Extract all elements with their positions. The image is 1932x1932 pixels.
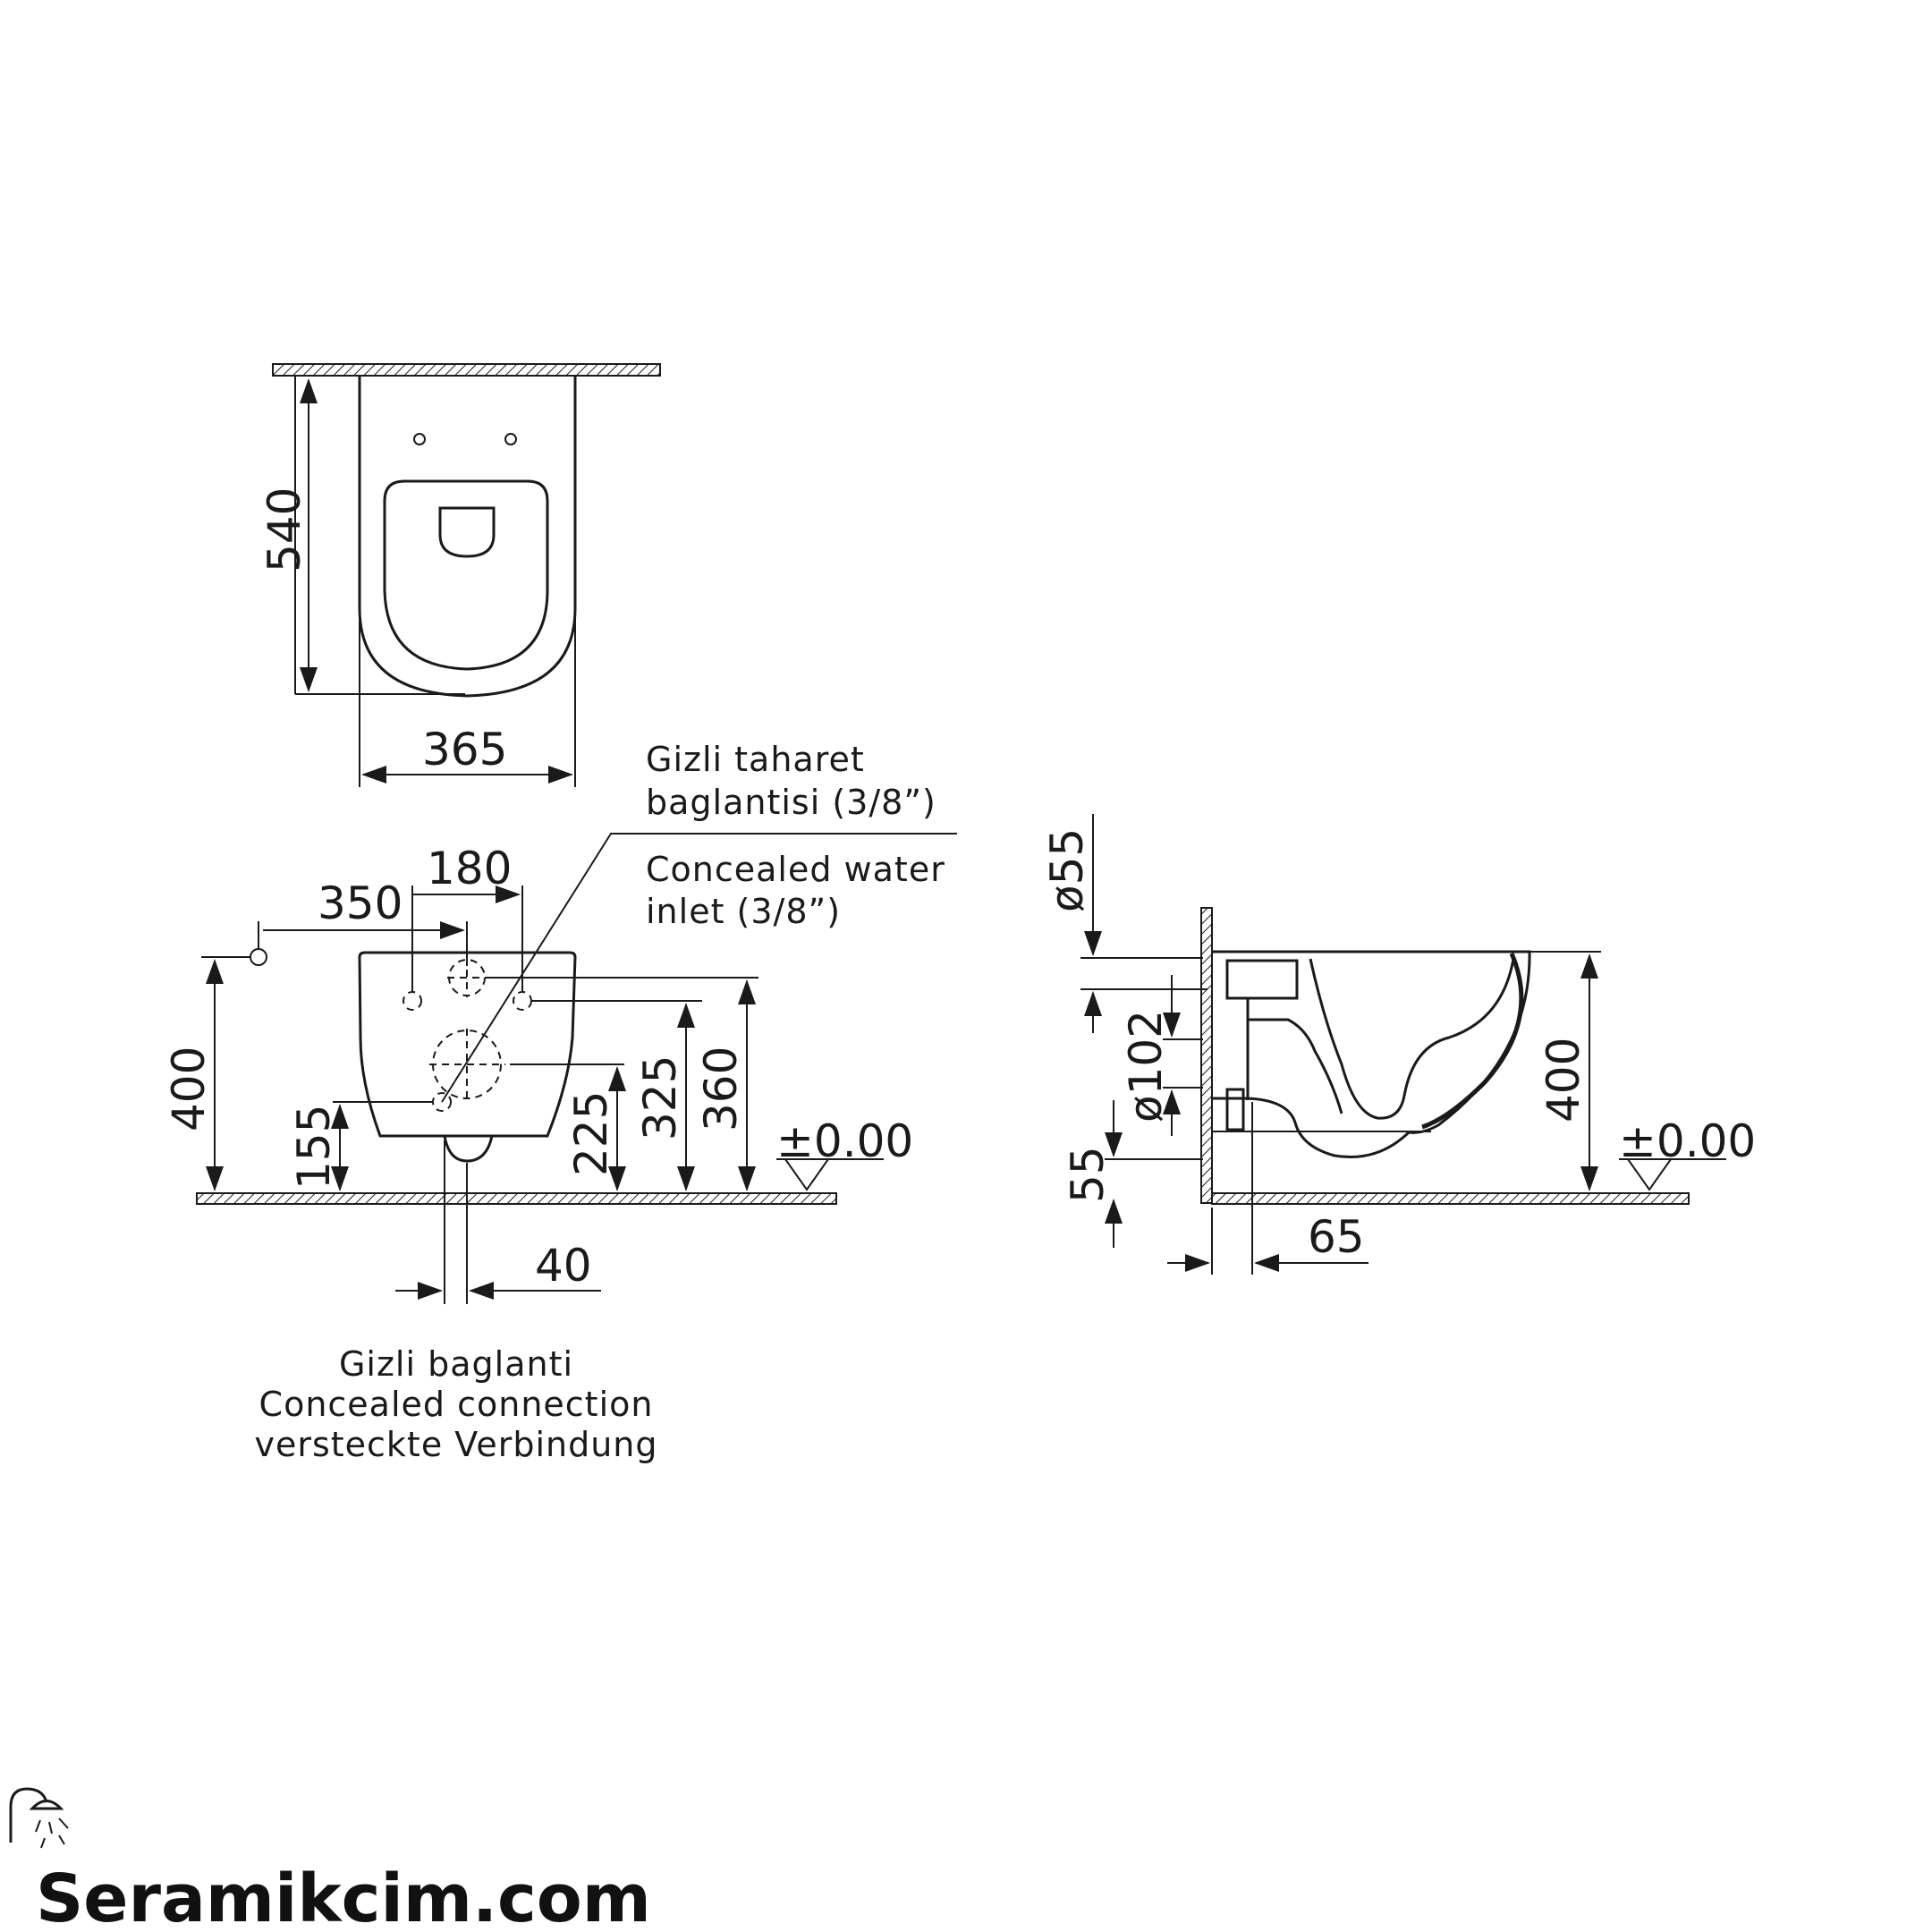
water-inlet-note-line-1: Gizli taharet bbox=[646, 740, 865, 779]
dim-dia-102: ø102 bbox=[1120, 1010, 1172, 1123]
seat-rim-top bbox=[383, 479, 549, 671]
water-inlet-pipe bbox=[250, 948, 267, 966]
shower-icon bbox=[9, 1787, 69, 1849]
connection-note-line-2: Concealed connection bbox=[259, 1385, 654, 1424]
dim-400-front: 400 bbox=[163, 1046, 215, 1131]
dim-55-side: 55 bbox=[1062, 1146, 1114, 1203]
dim-65: 65 bbox=[1308, 1211, 1365, 1263]
drain-outlet-front bbox=[443, 1135, 494, 1163]
dim-155: 155 bbox=[288, 1105, 340, 1190]
bowl-outline-front bbox=[358, 951, 577, 1138]
side-view: ø55 ø102 55 400 ±0.00 65 bbox=[1041, 814, 1756, 1275]
connection-note-line-1: Gizli baglanti bbox=[339, 1344, 573, 1384]
dim-400-side: 400 bbox=[1538, 1038, 1589, 1123]
side-wall bbox=[1200, 907, 1213, 1204]
connection-note-line-3: versteckte Verbindung bbox=[254, 1425, 657, 1464]
dim-360: 360 bbox=[695, 1046, 747, 1131]
side-floor bbox=[1211, 1192, 1690, 1205]
fixing-hole-right bbox=[504, 433, 517, 445]
front-floor bbox=[196, 1192, 837, 1205]
bowl-section-inner bbox=[1309, 958, 1515, 1120]
dim-40: 40 bbox=[535, 1240, 592, 1292]
brand-logo: Seramikcim.com bbox=[9, 1787, 651, 1932]
bowl-section-outer bbox=[1212, 950, 1531, 1159]
bowl-outline-top bbox=[358, 376, 577, 698]
water-inlet-note-line-2: baglantisi (3/8”) bbox=[646, 783, 936, 822]
dim-dia-55: ø55 bbox=[1041, 828, 1093, 912]
dim-depth-top: 540 bbox=[258, 487, 310, 572]
water-inlet-note-line-3: Concealed water bbox=[646, 850, 945, 889]
top-wall bbox=[272, 363, 661, 377]
front-view: 350 180 400 155 225 325 360 ±0.00 40 Giz… bbox=[163, 740, 957, 1464]
dim-350: 350 bbox=[318, 877, 402, 929]
water-inlet-note-line-4: inlet (3/8”) bbox=[646, 892, 841, 931]
dim-width-top: 365 bbox=[422, 724, 507, 775]
dim-325: 325 bbox=[634, 1055, 686, 1140]
brand-name: Seramikcim.com bbox=[36, 1860, 651, 1932]
bowl-opening-top bbox=[438, 506, 496, 558]
top-view: 540 365 bbox=[258, 363, 661, 787]
fixing-hole-left bbox=[413, 433, 426, 445]
dim-180: 180 bbox=[427, 843, 512, 894]
dim-225: 225 bbox=[565, 1091, 617, 1176]
